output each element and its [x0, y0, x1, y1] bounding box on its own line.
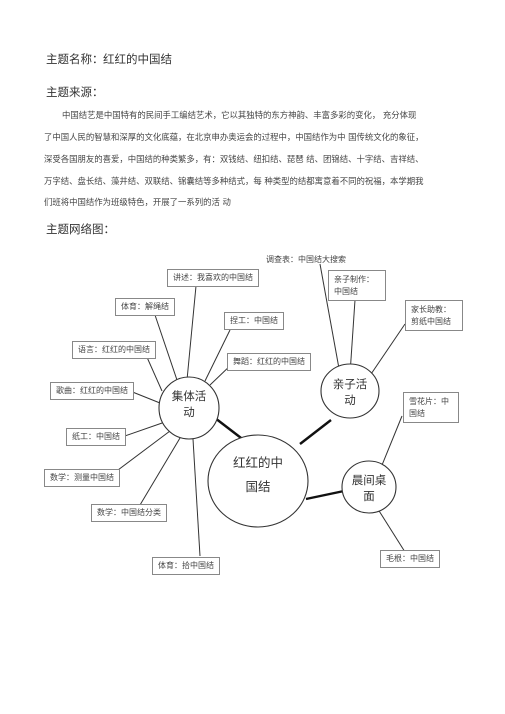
- box-clay: 捏工：中国结: [224, 312, 284, 330]
- box-pe-untie: 体育：解绳结: [115, 298, 175, 316]
- connector: [319, 263, 341, 375]
- box-math-sort: 数学：中国结分类: [91, 504, 167, 522]
- connector: [186, 285, 197, 381]
- box-pipe: 毛根：中国结: [380, 550, 440, 568]
- hub-circle-morning: [341, 460, 397, 514]
- paragraph-line: 们班将中国结作为班级特色，开展了一系列的活 动: [44, 197, 231, 207]
- box-pe-carry: 体育：拾中国结: [152, 557, 220, 575]
- center-circle: [207, 434, 309, 528]
- connector: [154, 314, 179, 384]
- box-parent-make: 亲子制作：中国结: [328, 270, 386, 302]
- box-snowflake: 雪花片：中国结: [403, 392, 459, 424]
- connector: [121, 421, 166, 438]
- label-survey: 调查表：中国结大搜索: [266, 255, 346, 264]
- box-parent-help: 家长助教：剪纸中国结: [405, 300, 463, 332]
- hub-group-label: 集体活动: [171, 389, 207, 419]
- connector: [145, 354, 163, 392]
- hub-parent-label: 亲子活动: [332, 377, 368, 407]
- box-describe: 讲述：我喜欢的中国结: [167, 269, 259, 287]
- center-label: 红红的中国结: [232, 455, 283, 494]
- paragraph-line: 深受各国朋友的喜爱，中国结的种类繁多，有：双钱结、纽扣结、琵琶 结、团锦结、十字…: [44, 154, 424, 164]
- title-value: 红红的中国结: [103, 52, 172, 66]
- paragraph-line: 万字结、盘长结、藻井结、双联结、锦囊结等多种结式，每 种类型的结都寓意着不同的祝…: [44, 176, 424, 186]
- connector: [139, 437, 181, 506]
- connector: [375, 505, 406, 553]
- box-dance: 舞蹈：红红的中国结: [227, 353, 311, 371]
- box-math-measure: 数学：测量中国结: [44, 469, 120, 487]
- box-song: 歌曲：红红的中国结: [50, 382, 134, 400]
- connector: [129, 390, 161, 404]
- box-paper: 纸工：中国结: [66, 428, 126, 446]
- box-language: 语言：红红的中国结: [72, 341, 156, 359]
- hub-circle-group: [158, 376, 220, 440]
- connector-thick: [305, 489, 345, 501]
- hub-morning-label: 晨间桌面: [351, 473, 387, 503]
- paragraph-line: 中国结艺是中国特有的民间手工编结艺术，它以其独特的东方神韵、丰富多彩的变化， 充…: [62, 110, 417, 120]
- connector: [109, 430, 171, 477]
- network-label: 主题网络图：: [46, 222, 115, 236]
- connector: [204, 329, 231, 382]
- source-label: 主题来源：: [46, 85, 104, 99]
- connector: [349, 299, 356, 375]
- hub-circle-parent: [320, 363, 380, 419]
- connector: [192, 438, 201, 557]
- connector: [379, 415, 403, 471]
- connector-thick: [214, 417, 246, 442]
- title-label: 主题名称：: [46, 52, 104, 66]
- paragraph-line: 了中国人民的智慧和深厚的文化底蕴，在北京申办奥运会的过程中，中国结作为中 国传统…: [44, 132, 424, 142]
- connector-thick: [299, 419, 332, 445]
- connector: [366, 323, 406, 381]
